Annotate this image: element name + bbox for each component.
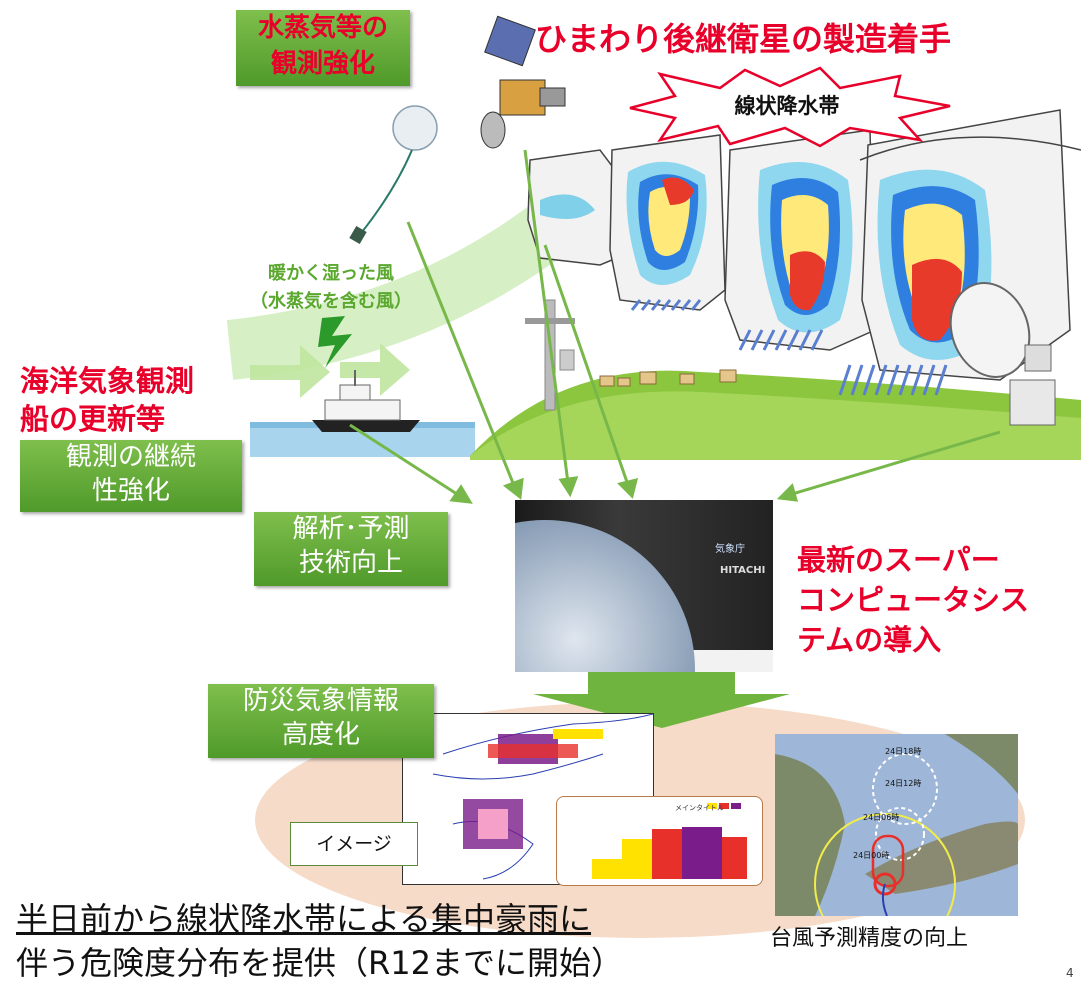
water-vapor-box: 水蒸気等の 観測強化 <box>236 10 410 86</box>
radar-dish <box>949 282 1056 426</box>
data-arrows <box>349 149 1001 504</box>
typhoon-time-3: 24日06時 <box>863 813 900 822</box>
typhoon-time-2: 24日12時 <box>885 779 922 788</box>
supercomputer-image: 気象庁 HITACHI <box>515 500 773 672</box>
rain-hatch <box>630 299 948 396</box>
wind-swoosh <box>226 196 579 380</box>
linear-band-label: 線状降水帯 <box>734 94 840 118</box>
brand-label: HITACHI <box>720 565 766 576</box>
typhoon-time-4: 24日00時 <box>853 851 890 860</box>
page-mark: 4 <box>1066 966 1074 980</box>
typhoon-map: 24日18時 24日12時 24日06時 24日00時 <box>775 734 1018 916</box>
lightning-icon <box>318 316 352 368</box>
continuity-box: 観測の継続 性強化 <box>20 440 242 512</box>
earth-image <box>515 520 695 672</box>
typhoon-caption: 台風予測精度の向上 <box>770 926 969 951</box>
agency-logo: 気象庁 <box>715 544 745 555</box>
ship-icon <box>312 370 420 432</box>
image-label: イメージ <box>290 822 418 866</box>
satellite-icon <box>480 15 566 149</box>
supercomputer-label: 最新のスーパー コンピュータシス テムの導入 <box>797 543 1030 657</box>
rain-band-1 <box>626 161 707 285</box>
ocean-ship-label: 海洋気象観測 船の更新等 <box>20 364 195 436</box>
rain-band-2 <box>758 162 853 333</box>
disaster-info-box: 防災気象情報 高度化 <box>208 684 434 758</box>
analysis-box: 解析･予測 技術向上 <box>254 512 448 586</box>
big-down-arrow <box>533 672 790 728</box>
bottom-line-2: 伴う危険度分布を提供（R12までに開始） <box>16 944 623 982</box>
typhoon-time-1: 24日18時 <box>885 747 922 756</box>
warm-wind-label: 暖かく湿った風 （水蒸気を含む風） <box>250 263 412 312</box>
weather-balloon <box>392 105 438 151</box>
risk-table-title: メインタイトル <box>675 804 724 812</box>
houses <box>599 369 737 387</box>
bottom-line-1: 半日前から線状降水帯による集中豪雨に <box>16 900 592 938</box>
satellite-title: ひまわり後継衛星の製造着手 <box>535 20 952 58</box>
linear-band-starburst <box>629 66 951 148</box>
risk-table: メインタイトル <box>556 796 763 886</box>
